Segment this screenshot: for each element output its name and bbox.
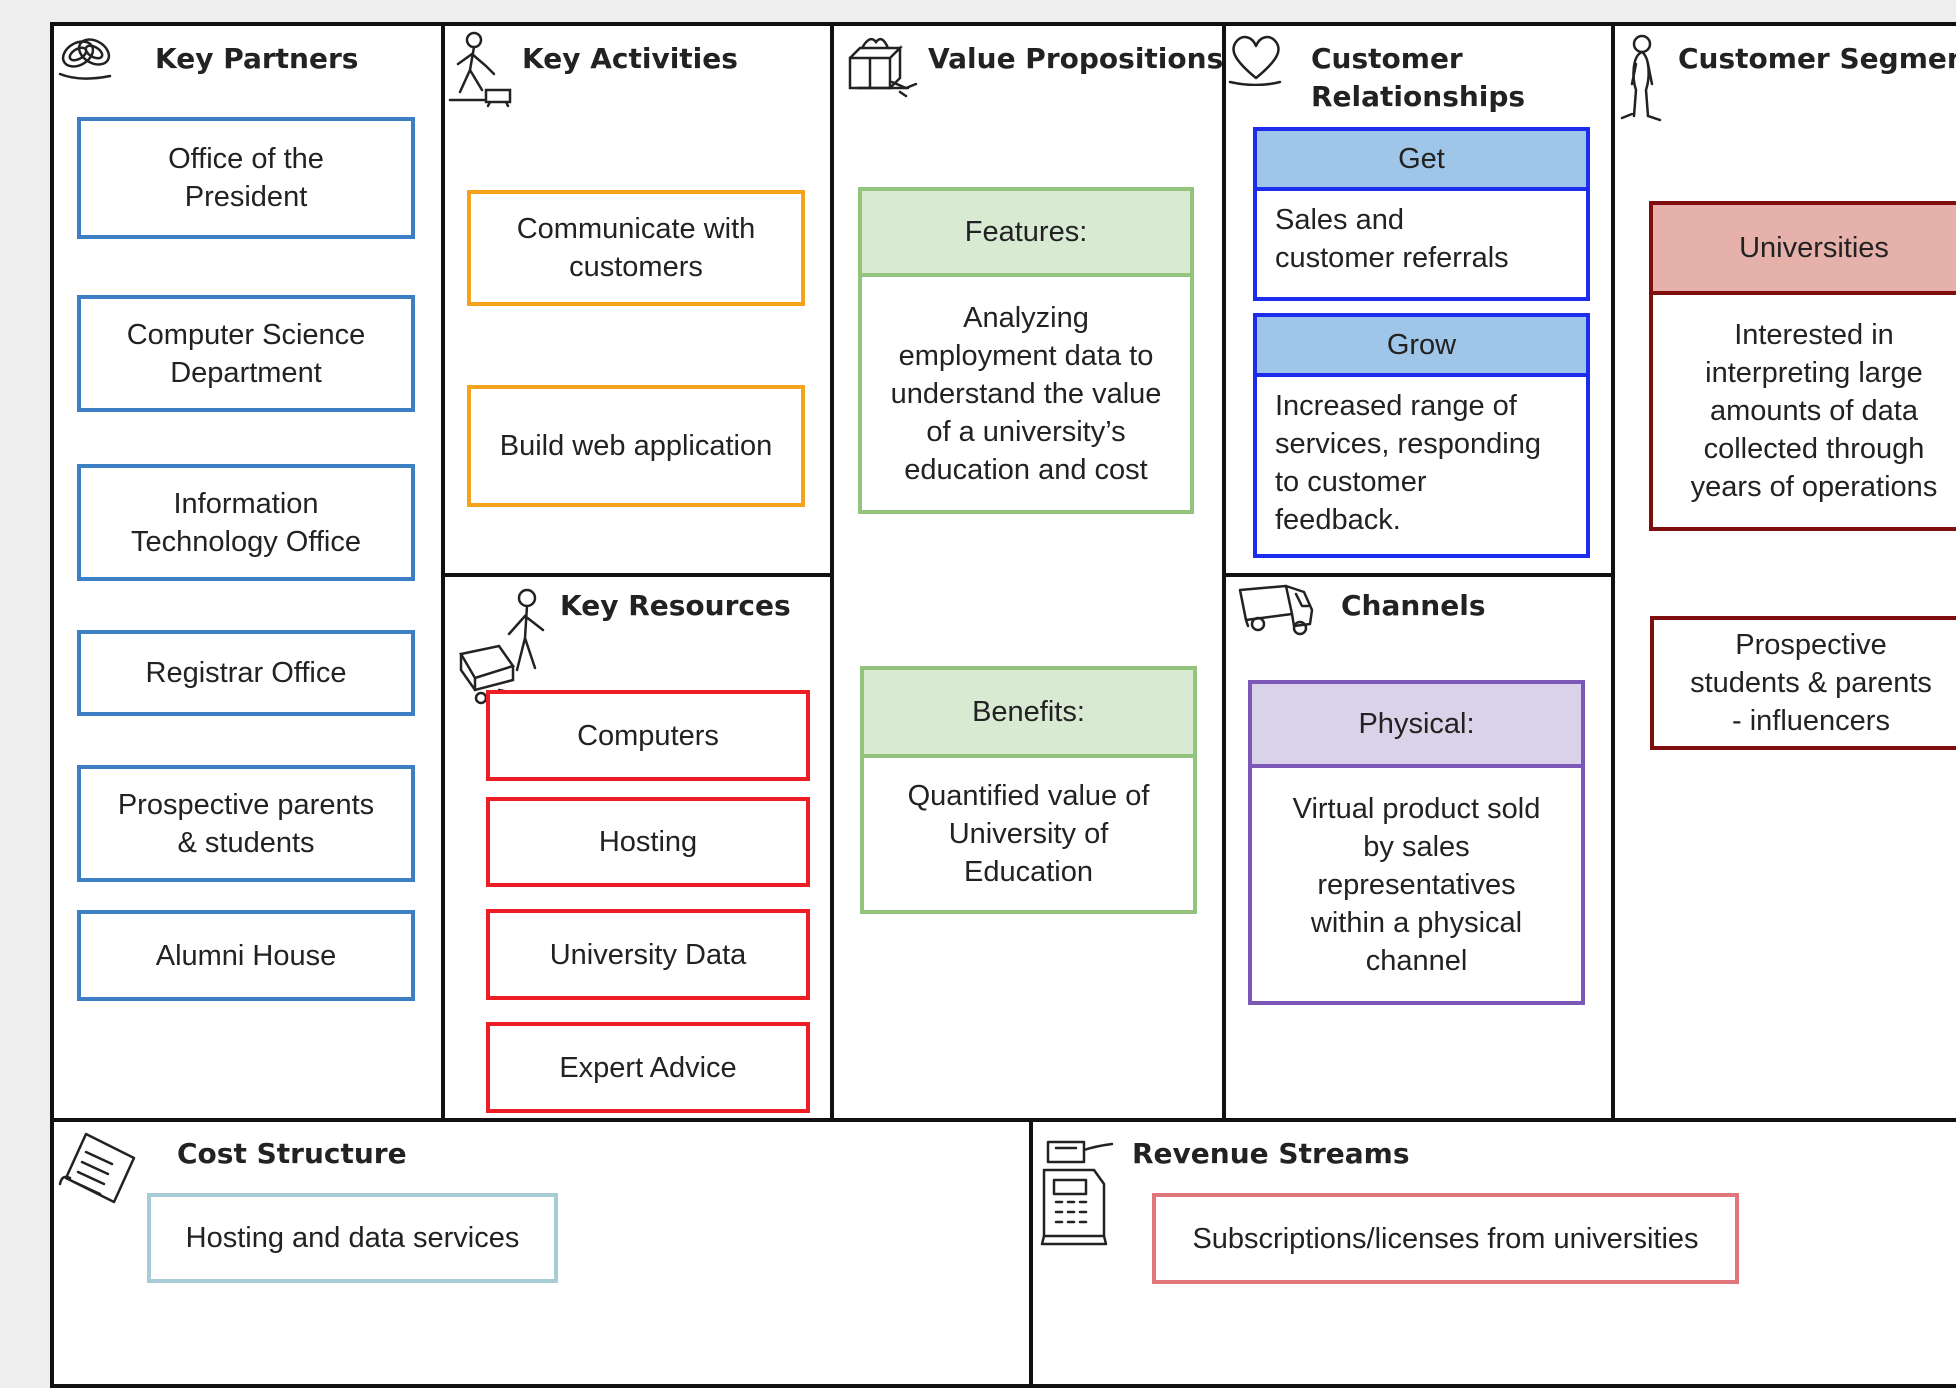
benefits-text: Quantified value of University of Educat… xyxy=(907,780,1150,888)
physical-text: Virtual product sold by sales representa… xyxy=(1292,792,1541,977)
universities-card: Universities Interested in interpreting … xyxy=(1649,201,1956,531)
cash-register-icon xyxy=(1038,1130,1130,1253)
grow-heading: Grow xyxy=(1257,317,1586,377)
worker-icon xyxy=(446,30,516,115)
physical-card: Physical: Virtual product sold by sales … xyxy=(1248,680,1585,1005)
value-propositions-title: Value Propositions xyxy=(928,42,1224,75)
key-partner-box-4: Registrar Office xyxy=(77,630,415,716)
key-partners-title: Key Partners xyxy=(155,42,359,75)
chain-link-icon xyxy=(54,30,120,89)
gift-icon xyxy=(842,30,918,105)
features-card: Features: Analyzing employment data to u… xyxy=(858,187,1194,514)
grow-text: Increased range of services, responding … xyxy=(1275,390,1541,536)
key-partner-box-1: Office of the President xyxy=(77,117,415,239)
key-resource-box-1: Computers xyxy=(486,690,810,781)
truck-icon xyxy=(1236,580,1316,645)
key-partner-box-2: Computer Science Department xyxy=(77,295,415,412)
get-text: Sales and customer referrals xyxy=(1275,204,1509,274)
key-partner-box-5: Prospective parents & students xyxy=(77,765,415,882)
customer-segments-section xyxy=(1611,22,1956,1122)
customer-segments-title: Customer Segments xyxy=(1678,42,1956,75)
features-text: Analyzing employment data to understand … xyxy=(890,301,1162,486)
revenue-item-subscriptions: Subscriptions/licenses from universities xyxy=(1152,1193,1739,1284)
customer-relationships-title-line2: Relationships xyxy=(1311,80,1526,113)
key-activities-title: Key Activities xyxy=(522,42,738,75)
key-partner-box-6: Alumni House xyxy=(77,910,415,1001)
features-heading: Features: xyxy=(862,191,1190,277)
key-resources-title: Key Resources xyxy=(560,589,791,622)
revenue-streams-title: Revenue Streams xyxy=(1132,1137,1410,1170)
cost-structure-title: Cost Structure xyxy=(177,1137,407,1170)
prospective-students-box: Prospective students & parents - influen… xyxy=(1650,616,1956,750)
get-heading: Get xyxy=(1257,131,1586,191)
channels-title: Channels xyxy=(1341,589,1486,622)
receipt-icon xyxy=(56,1128,144,1213)
key-partner-box-3: Information Technology Office xyxy=(77,464,415,581)
get-card: Get Sales and customer referrals xyxy=(1253,127,1590,301)
grow-card: Grow Increased range of services, respon… xyxy=(1253,313,1590,558)
customer-relationships-title-line1: Customer xyxy=(1311,42,1463,75)
universities-heading: Universities xyxy=(1653,205,1956,295)
physical-heading: Physical: xyxy=(1252,684,1581,768)
person-icon xyxy=(1618,34,1662,131)
heart-icon xyxy=(1226,30,1286,91)
universities-text: Interested in interpreting large amounts… xyxy=(1690,319,1938,503)
key-resource-box-4: Expert Advice xyxy=(486,1022,810,1113)
key-resource-box-3: University Data xyxy=(486,909,810,1000)
cost-item-hosting-data: Hosting and data services xyxy=(147,1193,558,1283)
key-resource-box-2: Hosting xyxy=(486,797,810,887)
key-activity-box-2: Build web application xyxy=(467,385,805,507)
benefits-heading: Benefits: xyxy=(864,670,1193,758)
key-activity-box-1: Communicate with customers xyxy=(467,190,805,306)
benefits-card: Benefits: Quantified value of University… xyxy=(860,666,1197,914)
